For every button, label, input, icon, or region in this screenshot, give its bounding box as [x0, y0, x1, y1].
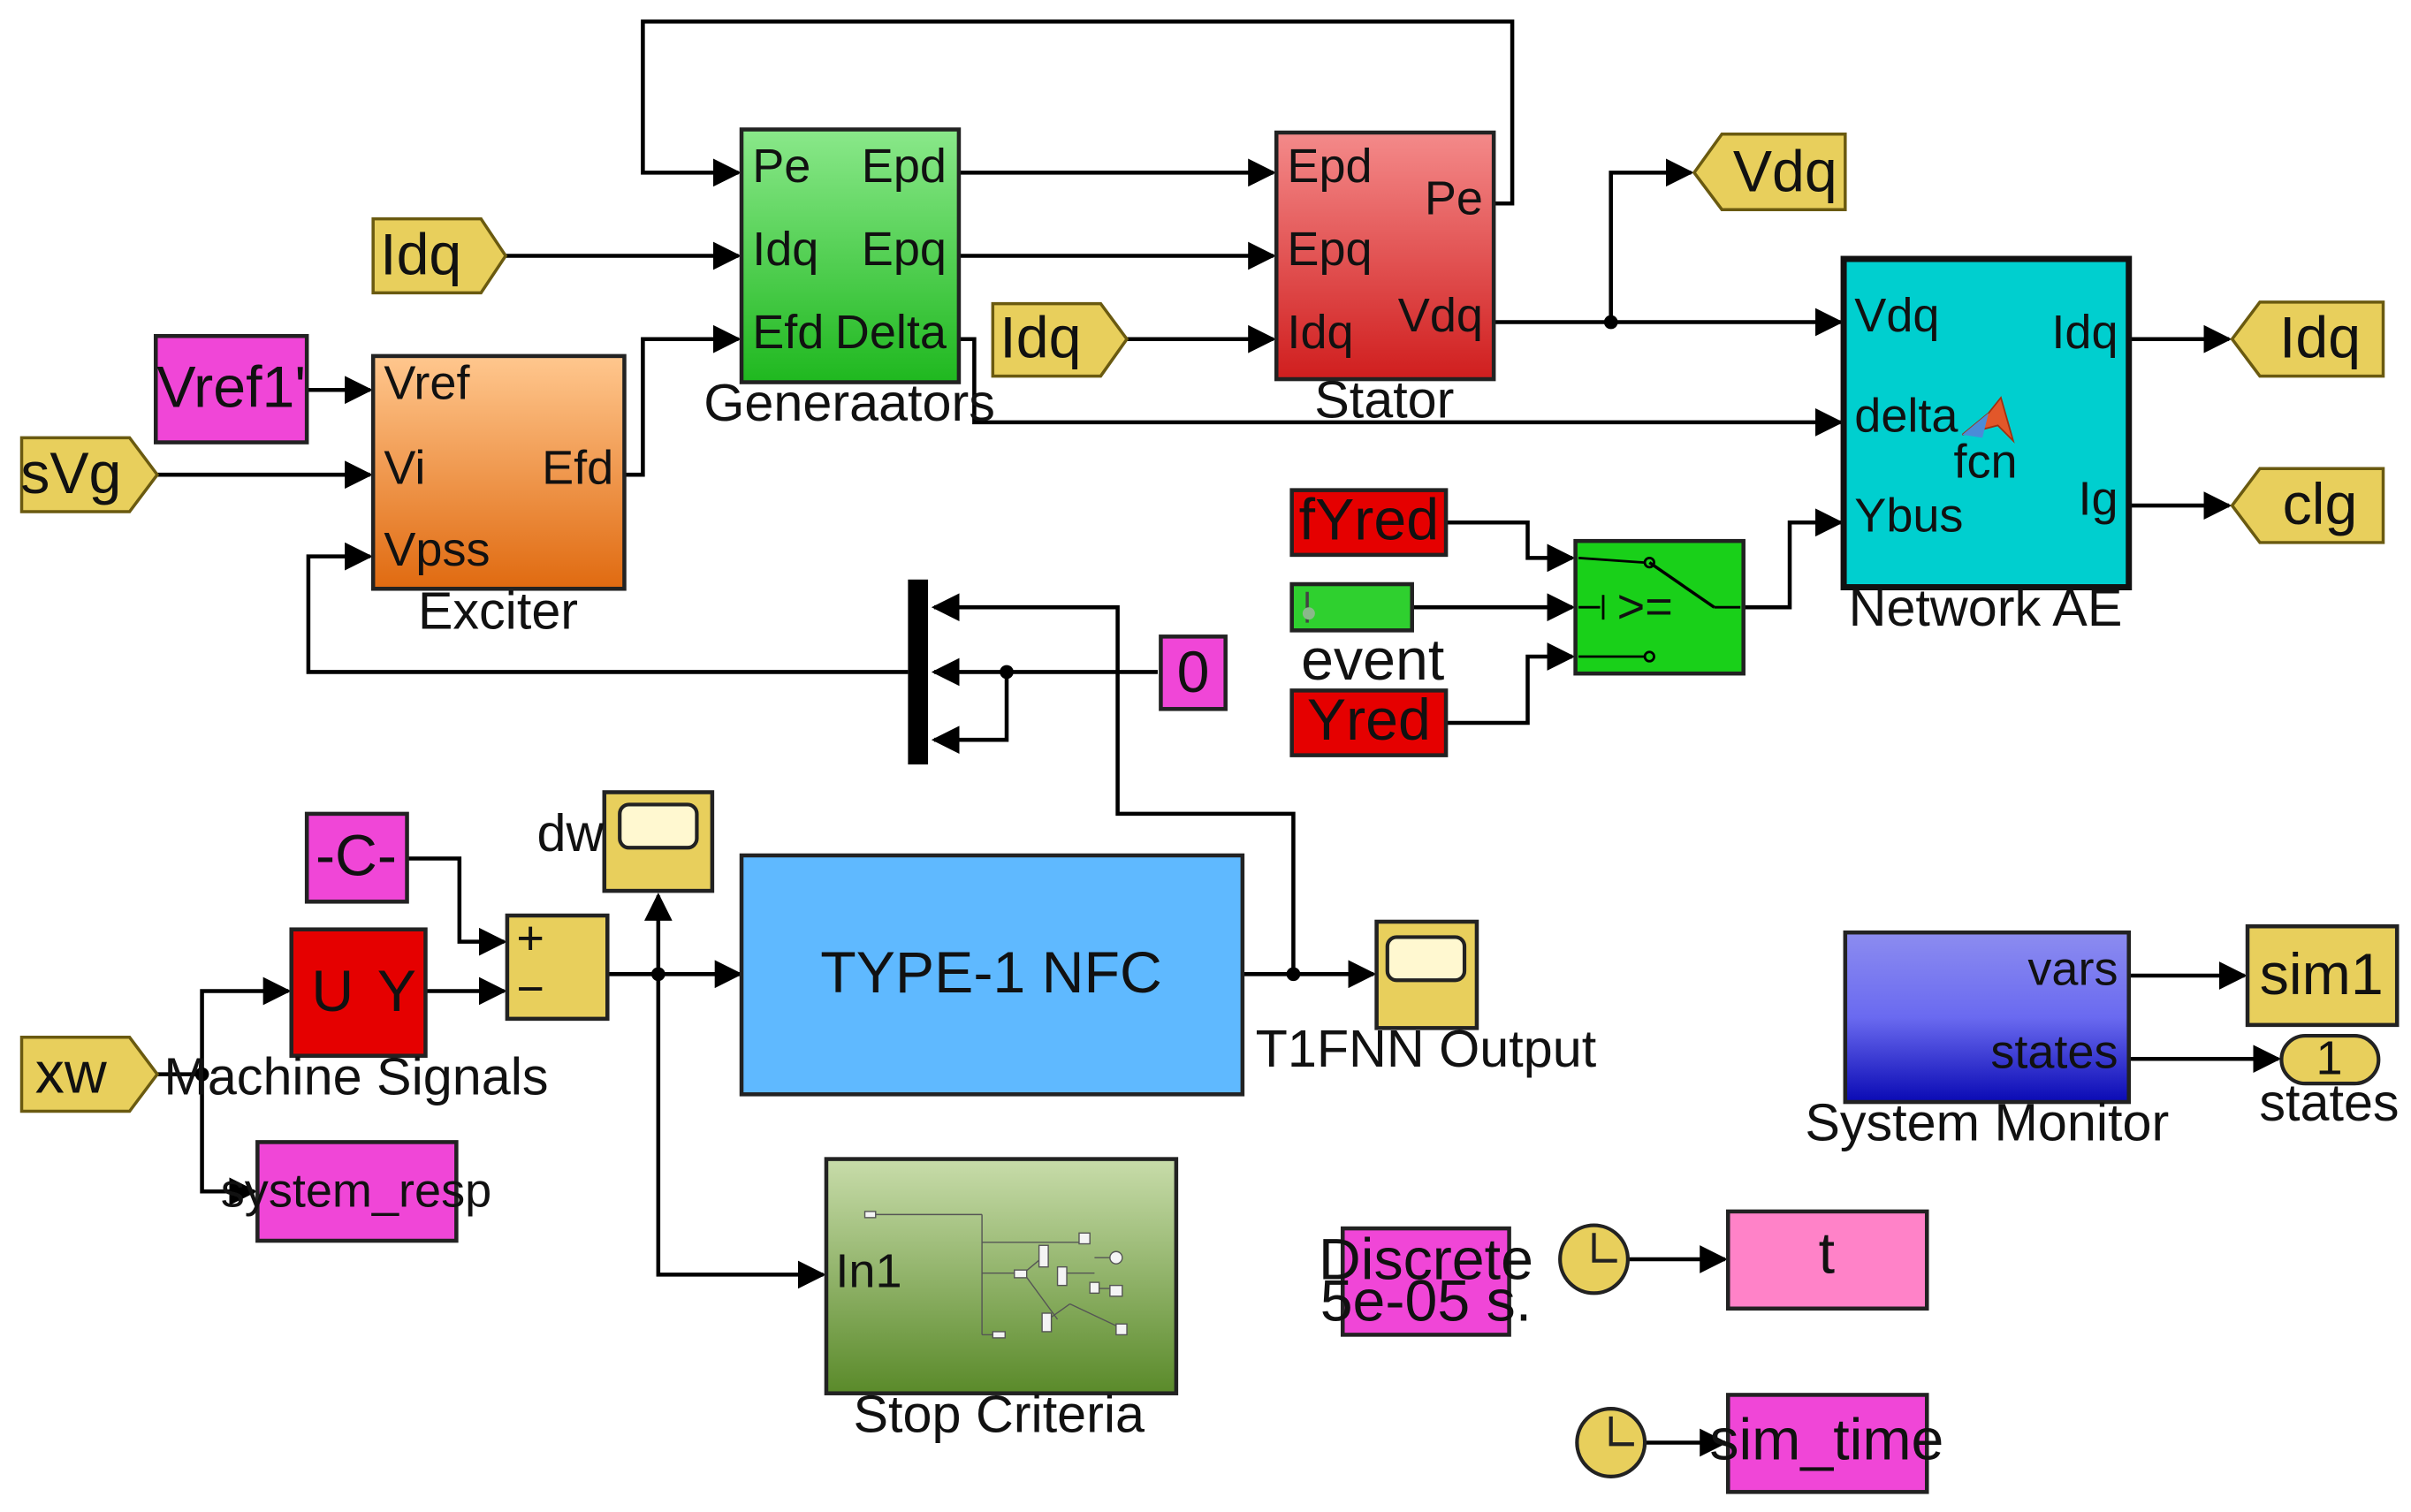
stop-criteria-port-in1: In1 [835, 1244, 901, 1297]
exciter-port-efd: Efd [542, 442, 613, 495]
generators-port-delta: Delta [835, 306, 947, 359]
network-port-ig: Ig [2078, 473, 2118, 526]
stator-port-pe: Pe [1425, 171, 1483, 224]
svg-text:clg: clg [2283, 472, 2358, 537]
stator-port-vdq: Vdq [1398, 289, 1483, 342]
sum-block[interactable]: + − [505, 912, 610, 1022]
svg-text:Vref1': Vref1' [156, 354, 306, 420]
svg-text:sVg: sVg [20, 441, 121, 506]
zero-constant[interactable]: 0 [1159, 634, 1228, 711]
discrete-line1: Discrete [1319, 1227, 1533, 1293]
discrete-line2: 5e-05 s. [1320, 1269, 1532, 1334]
svg-text:sim1: sim1 [2260, 942, 2384, 1007]
stop-criteria-label: Stop Criteria [854, 1384, 1145, 1443]
exciter-port-vi: Vi [384, 442, 425, 495]
from-tag-xw[interactable]: xw [19, 1036, 160, 1113]
exciter-port-vref: Vref [384, 357, 470, 410]
signal-lines [156, 19, 2282, 1457]
system-monitor-label: System Monitor [1805, 1093, 2169, 1152]
from-tag-idq-stator[interactable]: Idq [991, 301, 1129, 378]
svg-text:Idq: Idq [2279, 306, 2361, 371]
system-monitor-port-states: states [1990, 1026, 2118, 1079]
network-port-vdq: Vdq [1854, 289, 1939, 342]
scope-t1fnn-label: T1FNN Output [1256, 1019, 1597, 1078]
svg-text:t: t [1819, 1221, 1835, 1287]
vref-constant[interactable]: Vref1' [153, 333, 309, 444]
goto-tag-vdq[interactable]: Vdq [1692, 132, 1847, 211]
generators-block[interactable]: Pe Idq Efd Epd Epq Delta [739, 127, 962, 384]
stop-criteria-block[interactable]: In1 [824, 1157, 1179, 1395]
clock-sim-time-icon[interactable] [1575, 1407, 1647, 1478]
states-port-label: states [2259, 1073, 2399, 1132]
scope-dw-label: dw [537, 803, 605, 862]
generators-port-efd: Efd [752, 306, 824, 359]
machine-signals-block[interactable]: U Y [289, 927, 428, 1059]
clock-t-icon[interactable] [1558, 1223, 1630, 1295]
svg-text:0: 0 [1177, 640, 1210, 705]
stator-block[interactable]: Epd Epq Idq Pe Vdq [1274, 130, 1496, 382]
stator-port-epd: Epd [1287, 140, 1372, 193]
network-fcn-label: fcn [1953, 436, 2017, 489]
event-step-block[interactable] [1289, 581, 1414, 633]
stator-port-idq: Idq [1287, 306, 1353, 359]
machine-signals-label: Machine Signals [164, 1046, 548, 1106]
network-port-ybus: Ybus [1854, 490, 1963, 543]
states-port-number: 1 [2316, 1032, 2342, 1085]
goto-tag-idq[interactable]: Idq [2230, 300, 2385, 378]
svg-text:Idq: Idq [1000, 306, 1081, 371]
sim1-workspace-block[interactable]: sim1 [2245, 923, 2400, 1028]
event-label: event [1301, 627, 1444, 693]
svg-text:Idq: Idq [380, 222, 461, 287]
svg-text:sim_time: sim_time [1709, 1408, 1943, 1473]
switch-operator: >= [1617, 581, 1673, 634]
svg-text:Vdq: Vdq [1733, 139, 1837, 204]
svg-text:system_resp: system_resp [221, 1165, 491, 1218]
network-ae-label: Network AE [1849, 578, 2123, 637]
sim-time-goto[interactable]: sim_time [1709, 1393, 1943, 1494]
network-port-idq: Idq [2051, 306, 2118, 359]
machine-signals-port-u: U [311, 959, 354, 1024]
sum-minus-sign: − [516, 962, 544, 1015]
generators-port-epq: Epq [862, 223, 947, 276]
yred-constant[interactable]: Yred [1289, 688, 1449, 757]
stator-port-epq: Epq [1287, 223, 1372, 276]
subsystem-preview-icon [863, 1211, 1128, 1339]
network-ae-block[interactable]: Vdq delta Ybus Idq Ig fcn [1840, 255, 2133, 591]
states-outport[interactable]: 1 [2279, 1032, 2381, 1086]
system-monitor-block[interactable]: vars states [1843, 930, 2132, 1105]
exciter-port-vpss: Vpss [384, 523, 490, 576]
exciter-label: Exciter [418, 581, 578, 641]
svg-text:xw: xw [35, 1041, 108, 1106]
machine-signals-port-y: Y [377, 959, 416, 1024]
discrete-powergui-block[interactable]: Discrete 5e-05 s. [1319, 1226, 1533, 1337]
switch-block[interactable]: >= [1573, 538, 1746, 676]
sum-plus-sign: + [516, 912, 544, 965]
mux-block[interactable] [908, 579, 929, 765]
system-resp-goto[interactable]: system_resp [221, 1140, 491, 1243]
svg-text:Yred: Yred [1307, 688, 1431, 753]
generators-label: Generaators [704, 373, 995, 432]
system-monitor-port-vars: vars [2027, 943, 2118, 996]
c-constant[interactable]: -C- [304, 811, 409, 904]
scope-dw[interactable] [602, 790, 715, 893]
svg-text:fYred: fYred [1299, 487, 1439, 552]
stator-label: Stator [1314, 370, 1454, 429]
generators-port-pe: Pe [752, 140, 810, 193]
from-tag-idq-generator[interactable]: Idq [371, 217, 508, 295]
matlab-logo-icon [1961, 396, 2015, 444]
scope-t1fnn-output[interactable] [1374, 919, 1479, 1030]
svg-text:-C-: -C- [316, 824, 397, 889]
from-tag-svg[interactable]: sVg [19, 436, 160, 513]
generators-port-epd: Epd [862, 140, 947, 193]
type1-nfc-block[interactable]: TYPE-1 NFC [739, 853, 1245, 1097]
network-port-delta: delta [1854, 389, 1958, 442]
t-goto[interactable]: t [1725, 1209, 1929, 1311]
fyred-constant[interactable]: fYred [1289, 487, 1449, 558]
goto-tag-clg[interactable]: clg [2230, 467, 2385, 544]
exciter-block[interactable]: Vref Vi Vpss Efd [370, 353, 627, 591]
type1-nfc-label: TYPE-1 NFC [820, 940, 1162, 1006]
generators-port-idq: Idq [752, 223, 818, 276]
